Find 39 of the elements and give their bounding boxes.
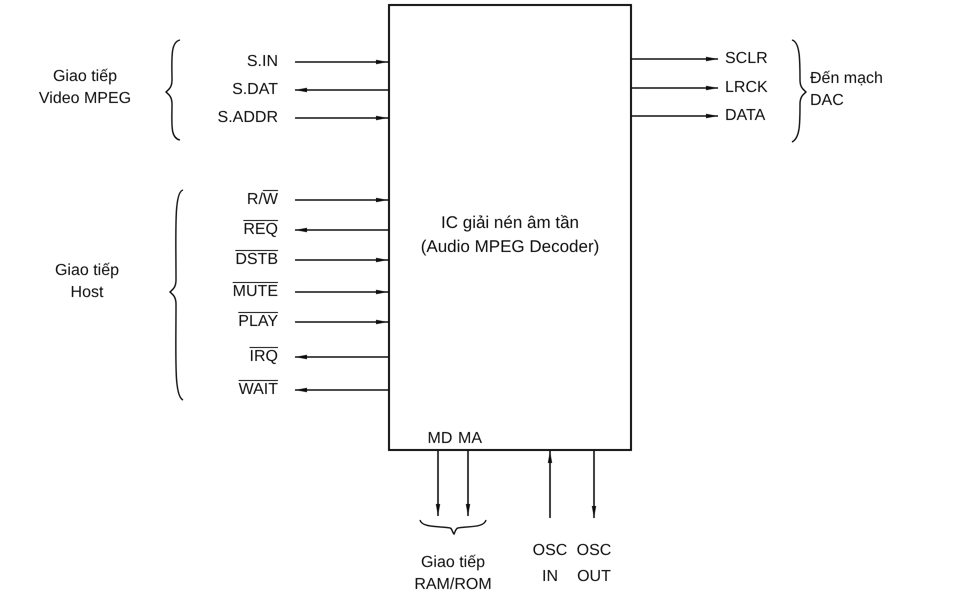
ic-block bbox=[388, 4, 632, 451]
pin-label: MUTE bbox=[200, 281, 295, 303]
arrow bbox=[295, 198, 388, 202]
arrow bbox=[295, 88, 388, 92]
arrow bbox=[466, 451, 470, 516]
pin-label: IRQ bbox=[200, 346, 295, 368]
pin-label: S.DAT bbox=[200, 79, 295, 101]
pin-label: DATA bbox=[718, 105, 766, 127]
arrow bbox=[632, 86, 718, 90]
pin-label: PLAY bbox=[200, 311, 295, 333]
arrow bbox=[436, 451, 440, 516]
arrow bbox=[295, 116, 388, 120]
pin-label: S.ADDR bbox=[200, 107, 295, 129]
arrow bbox=[548, 451, 552, 518]
pin-label: DSTB bbox=[200, 249, 295, 271]
group-label: Đến mạch DAC bbox=[810, 69, 884, 111]
pin-label: SCLR bbox=[718, 48, 768, 70]
pin-label: MD bbox=[424, 428, 456, 451]
arrow bbox=[592, 451, 596, 518]
group-label: Giao tiếp RAM/ROM bbox=[413, 553, 493, 595]
pin-label: LRCK bbox=[718, 77, 768, 99]
arrow bbox=[632, 56, 718, 62]
arrow bbox=[295, 228, 388, 232]
arrow bbox=[295, 60, 388, 64]
block-subtitle: (Audio MPEG Decoder) bbox=[420, 236, 600, 258]
arrow bbox=[295, 354, 388, 360]
group-label: Giao tiếp Host bbox=[54, 261, 120, 303]
group-label: Giao tiếp Video MPEG bbox=[38, 67, 132, 109]
arrow bbox=[295, 258, 388, 262]
pin-label: R/W bbox=[200, 189, 295, 211]
arrow bbox=[632, 114, 718, 118]
arrow bbox=[295, 320, 388, 324]
pin-label: MA bbox=[454, 428, 486, 451]
pin-label: REQ bbox=[200, 219, 295, 241]
arrow bbox=[295, 290, 388, 294]
pin-label: S.IN bbox=[200, 51, 295, 73]
arrow bbox=[295, 388, 388, 392]
pin-label: WAIT bbox=[200, 379, 295, 401]
block-title: IC giải nén âm tần bbox=[440, 212, 580, 234]
